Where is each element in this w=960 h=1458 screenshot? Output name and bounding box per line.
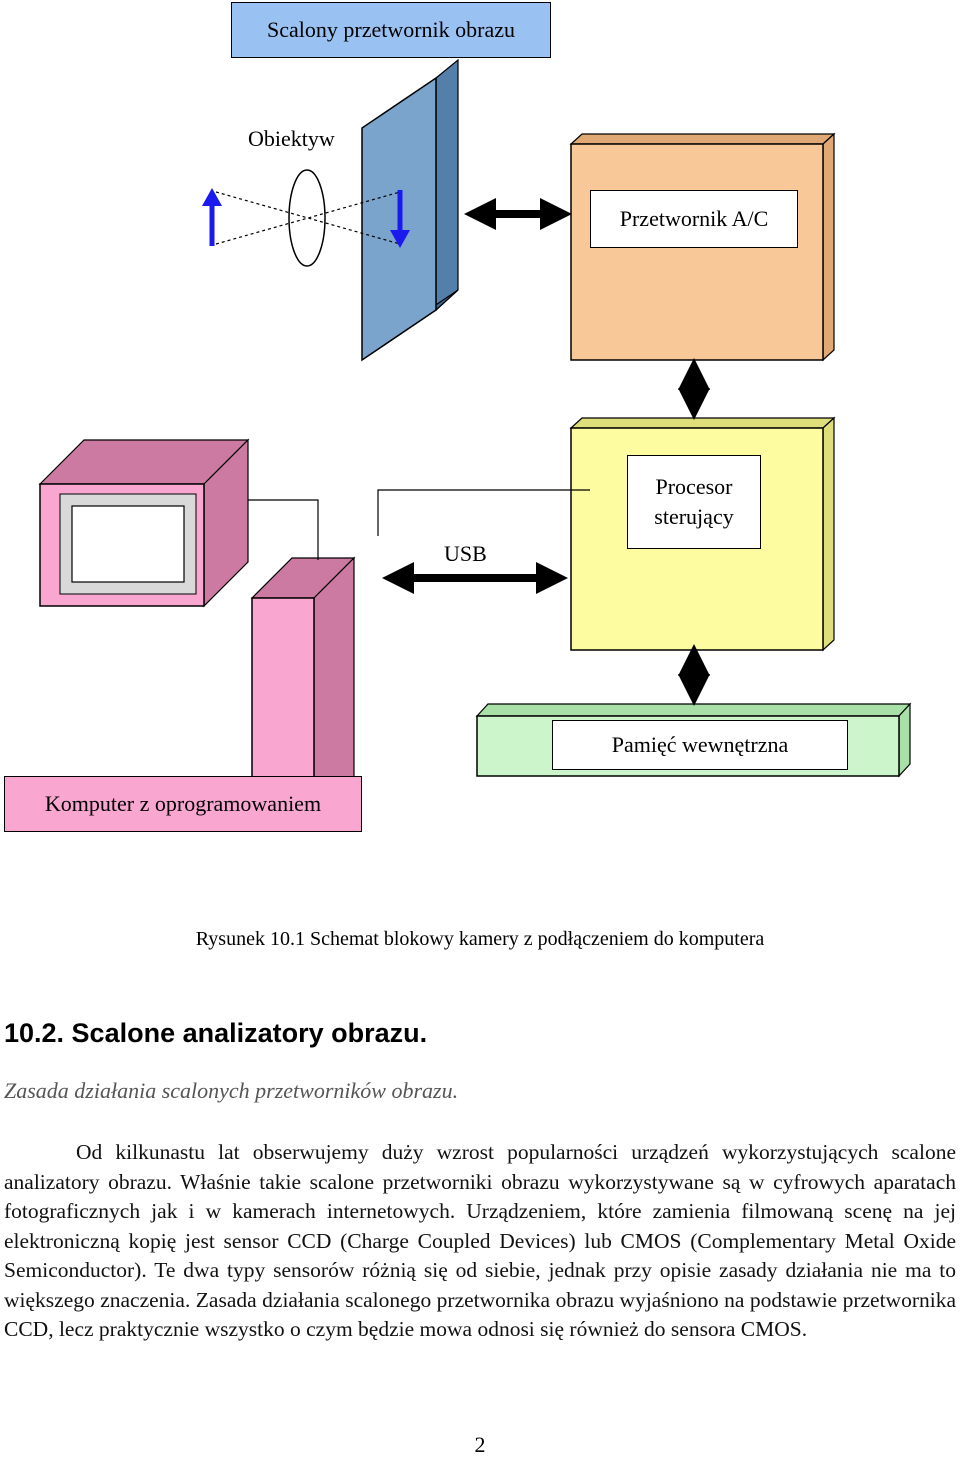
section-subheading: Zasada działania scalonych przetworników…: [4, 1078, 459, 1103]
processor-label-line1: Procesor: [655, 474, 733, 499]
memory-label-text: Pamięć wewnętrzna: [611, 732, 789, 757]
computer-label-text: Komputer z oprogramowaniem: [44, 791, 322, 816]
usb-cable: [377, 489, 590, 536]
monitor-cable: [248, 499, 319, 560]
lens-label: Obiektyw: [248, 126, 335, 151]
processor-label: Procesor sterujący: [627, 455, 761, 549]
usb-label: USB: [444, 541, 487, 566]
image-arrow-icon: [390, 190, 410, 248]
section-heading: 10.2. Scalone analizatory obrazu.: [4, 1018, 428, 1048]
adc-label-text: Przetwornik A/C: [619, 206, 769, 231]
diagram-title: Scalony przetwornik obrazu: [231, 2, 551, 58]
memory-label: Pamięć wewnętrzna: [552, 720, 848, 770]
image-sensor: [361, 58, 459, 362]
object-arrow-icon: [202, 188, 222, 246]
diagram-title-text: Scalony przetwornik obrazu: [266, 17, 516, 42]
processor-label-line2: sterujący: [654, 504, 734, 529]
adc-label: Przetwornik A/C: [590, 190, 798, 248]
lens-icon: [215, 169, 401, 267]
body-paragraph: Od kilkunastu lat obserwujemy duży wzros…: [4, 1140, 956, 1341]
monitor: [38, 438, 250, 608]
figure-caption: Rysunek 10.1 Schemat blokowy kamery z po…: [195, 928, 765, 950]
adc-block: [569, 132, 836, 362]
computer-label: Komputer z oprogramowaniem: [4, 776, 362, 832]
page-number: 2: [474, 1432, 486, 1457]
